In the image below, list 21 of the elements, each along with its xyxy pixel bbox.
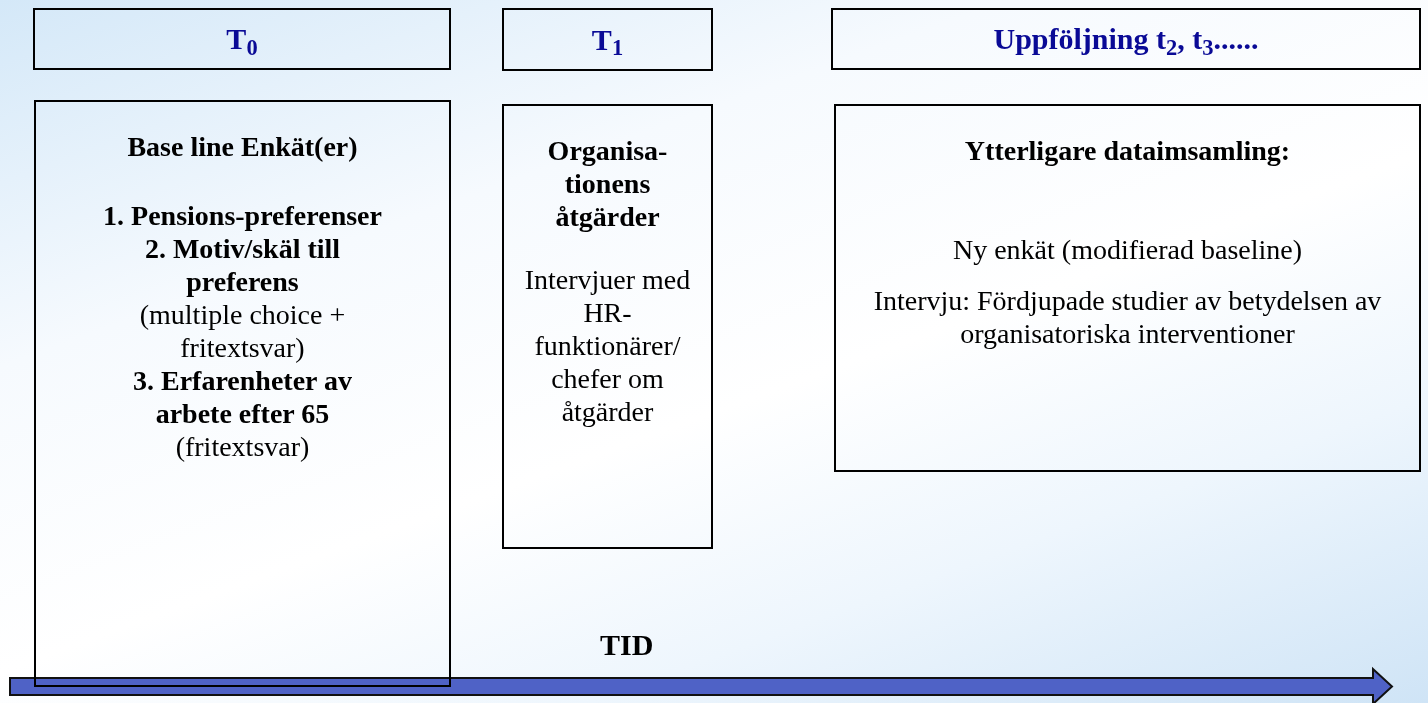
box-text: (multiple choice + fritextsvar): [138, 298, 347, 365]
phase-heading: T$_{1}$: [591, 21, 624, 58]
box-text: 1. Pensions-preferenser: [103, 199, 382, 233]
phase-header-box: [831, 8, 1421, 70]
box-text: Intervju: Fördjupade studier av betydelsen av organisatoriska interventioner: [872, 284, 1383, 351]
box-text: 3. Erfarenheter av arbete efter 65: [132, 364, 353, 431]
phase-heading: T$_{0}$: [226, 21, 258, 57]
phase-header-box: [33, 8, 451, 70]
content-box: [834, 104, 1421, 472]
content-box: [34, 100, 451, 687]
box-text: (fritextsvar): [175, 430, 310, 464]
box-text: 2. Motiv/skäl till preferens: [143, 232, 342, 299]
axis-label: TID: [600, 627, 654, 663]
phase-heading: Uppföljning t$_{2}$, t$_{3}$......: [993, 21, 1259, 57]
content-box: [502, 104, 713, 549]
phase-header-box: [502, 8, 713, 71]
box-heading: Ytterligare dataimsamling:: [964, 134, 1291, 168]
box-heading: Base line Enkät(er): [127, 130, 358, 164]
box-text: Ny enkät (modifierad baseline): [952, 233, 1303, 267]
box-heading: Organisa-tionens åtgärder: [546, 134, 669, 234]
box-text: Intervjuer med HR-funktionärer/ chefer om åtgärder: [523, 263, 692, 429]
